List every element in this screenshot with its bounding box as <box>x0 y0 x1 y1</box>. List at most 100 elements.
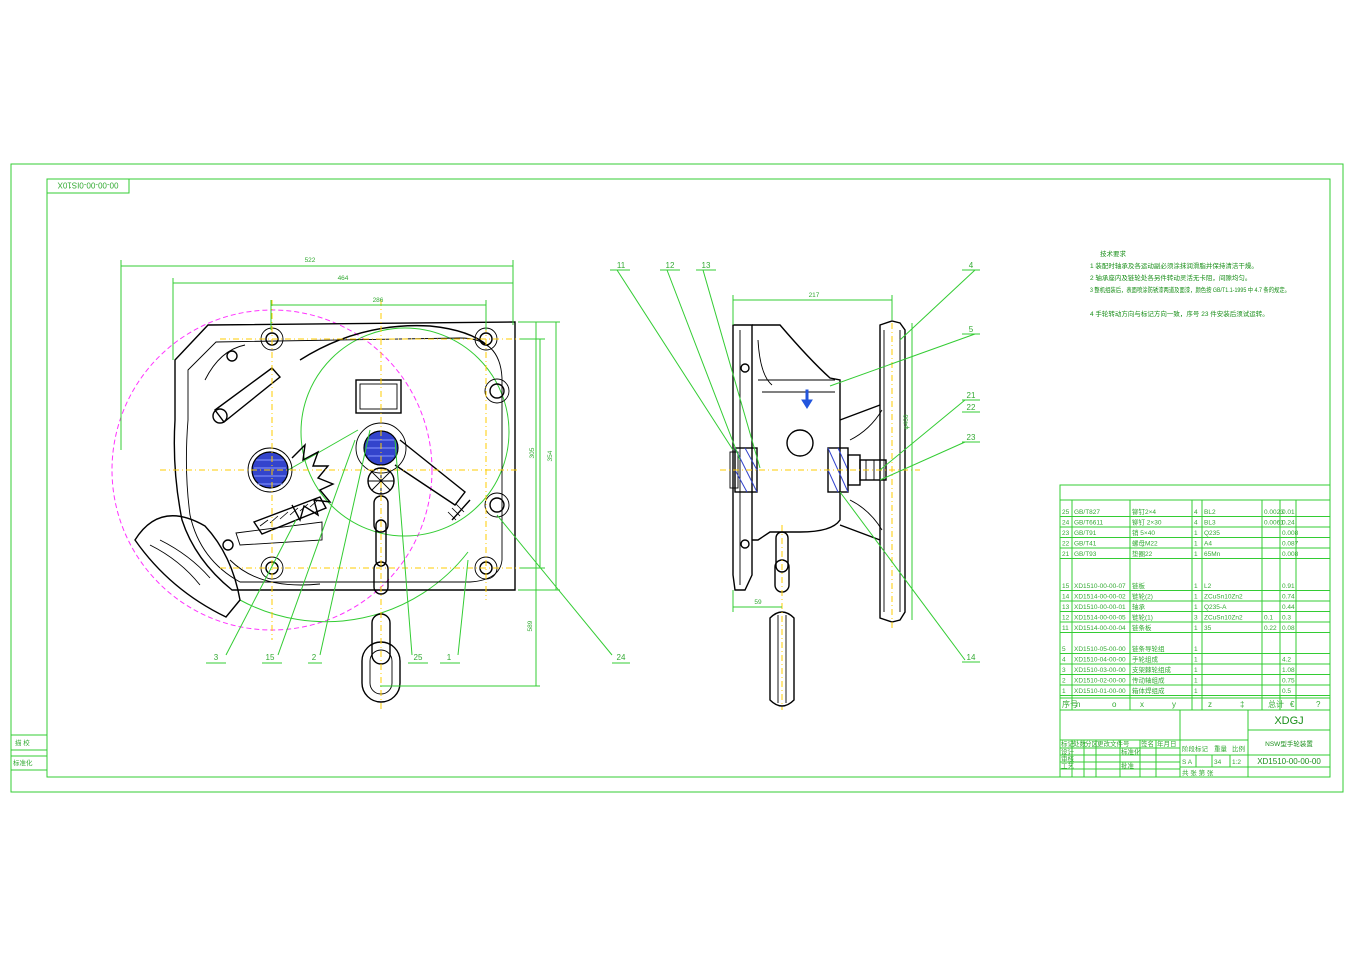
bom-header-cell: 总计 <box>1268 699 1284 709</box>
bom-top-cell: 0.0023 <box>1264 509 1284 516</box>
bom-mid-cell: 1 <box>1194 583 1198 590</box>
bom-header-cell: x <box>1140 700 1144 709</box>
bom-low-cell: 手轮组成 <box>1132 655 1159 664</box>
side-view-balloons: 11 12 13 4 5 21 22 23 14 <box>610 261 980 663</box>
bom-low-cell: XD1510-01-00-00 <box>1074 688 1126 695</box>
sheet-label: 共 张 第 张 <box>1182 768 1214 777</box>
outer-border <box>10 163 1344 793</box>
standard-label: 标准化 <box>1121 747 1141 756</box>
bom-mid-cell: 0.3 <box>1282 615 1291 622</box>
window <box>355 379 402 414</box>
bom-low-cell: 1.08 <box>1282 667 1295 674</box>
bom-header-cell: y <box>1172 700 1176 709</box>
bom-mid-cell: 3 <box>1194 615 1198 622</box>
bom-top-cell: 22 <box>1062 541 1070 548</box>
side-panel-label-2: 标准化 <box>13 758 33 767</box>
balloon-23: 23 <box>967 433 976 442</box>
bom-low-cell: 3 <box>1062 667 1066 674</box>
design-label: 设计 <box>1061 747 1075 756</box>
tech-requirements: 技术要求 1 装配时轴承及各运动副必须涂抹润滑脂并保持清洁干燥。 2 轴承座内及… <box>1090 249 1290 318</box>
balloon-25: 25 <box>414 653 423 662</box>
bom-low-cell: 支架棘轮组成 <box>1132 665 1172 674</box>
bom-top-cell: 垫圈22 <box>1132 549 1153 558</box>
bom-mid-cell: 链轮(1) <box>1132 613 1153 622</box>
bom-mid-cell: 0.91 <box>1282 583 1295 590</box>
stage-mark-label: 阶段标记 <box>1182 744 1209 753</box>
dim-464: 464 <box>338 275 349 282</box>
date-label: 年月日 <box>1157 739 1177 748</box>
bom-mid-cell: XD1510-00-00-07 <box>1074 583 1126 590</box>
bom-low-cell: 0.5 <box>1282 688 1291 695</box>
bom-mid-cell: 35 <box>1204 625 1212 632</box>
balloon-13: 13 <box>702 261 711 270</box>
bom-mid-cell: 11 <box>1062 625 1069 632</box>
balloon-14: 14 <box>967 653 976 662</box>
title-block: XDGJ NSW型手轮装置 XD1510-00-00-00 阶段标记 重量 比例… <box>1060 710 1330 777</box>
bom-mid-cell: 0.1 <box>1264 615 1273 622</box>
bom-low-cell: 箱体焊组成 <box>1132 686 1165 695</box>
bom-top-cell: 1 <box>1194 551 1198 558</box>
side-housing <box>752 324 841 541</box>
craft-label: 工艺 <box>1061 762 1075 770</box>
balloon-5: 5 <box>969 325 974 334</box>
tech-req-1: 1 装配时轴承及各运动副必须涂抹润滑脂并保持清洁干燥。 <box>1090 261 1258 270</box>
code-box <box>46 178 130 194</box>
bom-top-cell: GB/T827 <box>1074 509 1100 516</box>
approve-label: 批准 <box>1121 761 1135 770</box>
direction-arrow <box>801 389 813 409</box>
bom-top-cell: GB/T6611 <box>1074 520 1104 527</box>
bom-mid-cell: L2 <box>1204 583 1212 590</box>
signature-label: 签名 <box>1141 739 1154 748</box>
rotated-drawing-code: 00-00-00-0IS10X <box>57 181 119 190</box>
weight-label: 重量 <box>1214 745 1228 753</box>
bom-mid-cell: XD1514-00-00-02 <box>1074 594 1126 601</box>
bom-top-cell: BL2 <box>1204 509 1216 516</box>
inner-border <box>46 178 1331 778</box>
bom-top-cell: 铆钉 2×30 <box>1132 518 1162 527</box>
bom-top-cell: 23 <box>1062 530 1070 537</box>
bom-mid-cell: 14 <box>1062 594 1070 601</box>
tech-req-4: 4 手轮转动方向与标记方向一致，序号 23 件安装后须试运转。 <box>1090 309 1269 318</box>
hand-wheel <box>879 320 906 623</box>
balloon-11: 11 <box>617 261 626 270</box>
ratchet-teeth <box>291 443 335 522</box>
bom-low-cell: XD1510-02-00-00 <box>1074 678 1126 685</box>
bom-top-cell: 4 <box>1194 509 1198 516</box>
pawl-lever <box>214 367 282 423</box>
bom-top-cell: 0.24 <box>1282 520 1295 527</box>
bom-low-cell: 1 <box>1194 646 1198 653</box>
bom-low-cell: XD1510-03-00-00 <box>1074 667 1126 674</box>
bom-low-cell: 链条导轮组 <box>1132 644 1165 653</box>
front-view-balloons: 3 15 2 25 1 24 <box>206 429 630 664</box>
guide-bracket <box>134 515 241 618</box>
balloon-2: 2 <box>312 653 317 662</box>
bom-low-cell: 2 <box>1062 678 1066 685</box>
change-doc-label: 更改文件号 <box>1097 739 1130 748</box>
bom-mid-cell: 12 <box>1062 615 1070 622</box>
stage-value: S A <box>1182 759 1193 766</box>
bom-header-cell: z <box>1208 700 1212 709</box>
bom-top-cell: 0.0061 <box>1264 520 1284 527</box>
bom-low-cell: 1 <box>1194 678 1198 685</box>
balloon-12: 12 <box>666 261 675 270</box>
bom-mid-cell: 0.74 <box>1282 594 1295 601</box>
tech-req-title: 技术要求 <box>1100 249 1127 258</box>
bom-mid-cell: 0.08 <box>1282 625 1295 632</box>
side-view <box>720 310 920 710</box>
bom-mid-cell: 链条板 <box>1132 623 1152 632</box>
bom-mid-cell: XD1514-00-00-05 <box>1074 615 1126 622</box>
bom-top-cell: A4 <box>1204 541 1212 548</box>
scale-label: 比例 <box>1232 744 1245 753</box>
bom-low-cell: 0.75 <box>1282 678 1295 685</box>
mark-label: 标记 <box>1061 739 1075 748</box>
bom-mid-cell: 13 <box>1062 604 1070 611</box>
bom-top-cell: Q235 <box>1204 530 1220 537</box>
bom-low-cell: 1 <box>1194 657 1198 664</box>
bom-low-cell: 5 <box>1062 646 1066 653</box>
balloon-15: 15 <box>266 653 275 662</box>
balloon-3: 3 <box>214 653 219 662</box>
tech-req-2: 2 轴承座内及链轮处各另件转动灵活无卡阻，间隙均匀。 <box>1090 273 1251 282</box>
bom-top-cell: 24 <box>1062 520 1070 527</box>
dim-59: 59 <box>754 599 762 606</box>
